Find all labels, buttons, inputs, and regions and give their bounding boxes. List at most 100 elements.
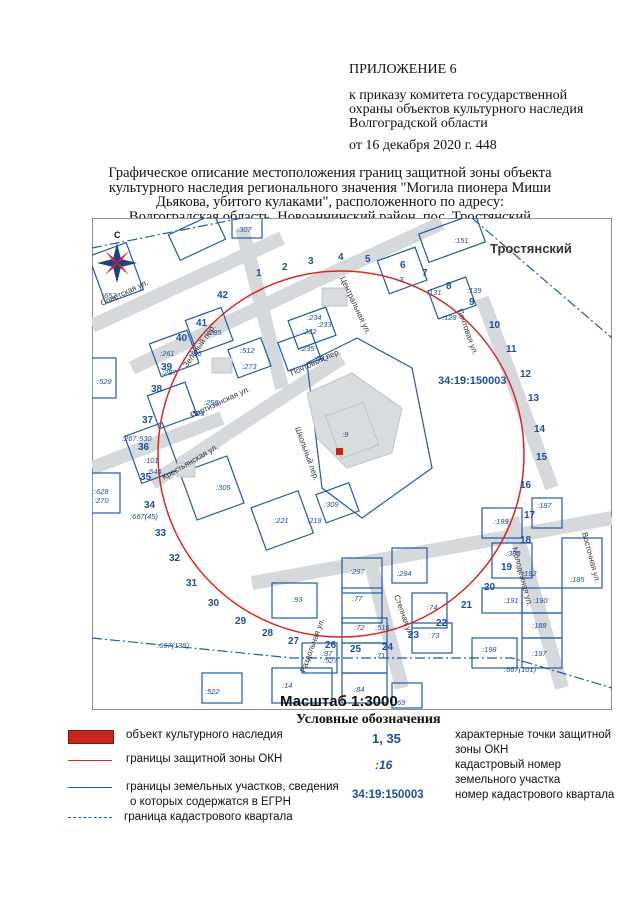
parcel-number-label: :198: [482, 645, 497, 654]
title-line-2: культурного наследия регионального значе…: [108, 179, 552, 196]
parcel-number-label: :199: [494, 517, 509, 526]
cadastral-map: Советская ул. Зелёный пер. Партизанская …: [92, 218, 612, 710]
parcel-number-label: :522: [205, 687, 220, 696]
zone-point-7: 7: [422, 268, 428, 279]
parcel-number-label: :71: [375, 651, 385, 660]
title-line-1: Графическое описание местоположения гран…: [108, 165, 552, 181]
parcel-number-label: :646: [147, 467, 162, 476]
parcel-number-label: :139: [467, 286, 482, 295]
legend-zone-line: [68, 760, 112, 761]
appendix-title: ПРИЛОЖЕНИЕ 6: [349, 62, 457, 77]
heritage-object-marker: [336, 448, 343, 455]
parcel-number-label: :667(101): [504, 665, 537, 674]
zone-point-3: 3: [308, 256, 314, 267]
zone-point-10: 10: [489, 320, 501, 331]
zone-point-24: 24: [382, 642, 394, 653]
legend-parcel-line: [68, 787, 112, 788]
parcel-number-label: :219: [307, 516, 322, 525]
legend-quarter-desc: номер кадастрового квартала: [455, 789, 615, 801]
parcel-number-label: :84: [354, 685, 364, 694]
legend-quarter-line: [68, 817, 112, 818]
zone-point-26: 26: [325, 640, 337, 651]
parcel-number-label: :221: [274, 516, 289, 525]
parcel-number-label: :72: [354, 623, 365, 632]
parcel-number-label: :187: [537, 501, 552, 510]
buildings: [176, 287, 403, 478]
parcel-number-label: :270: [94, 496, 109, 505]
zone-point-37: 37: [142, 415, 154, 426]
legend-cad-symbol: :16: [375, 758, 393, 772]
order-line-2: охраны объектов культурного наследия: [349, 102, 584, 117]
zone-point-31: 31: [186, 578, 198, 589]
zone-point-6: 6: [400, 260, 406, 271]
parcel-number-label: :234: [307, 313, 322, 322]
parcel-number-label: :151: [454, 236, 469, 245]
zone-point-8: 8: [446, 281, 452, 292]
parcel-number-label: :286: [187, 349, 202, 358]
parcel-number-label: :192: [522, 569, 537, 578]
north-letter: С: [114, 230, 121, 240]
parcel-number-label: :287: [162, 368, 177, 377]
order-date: от 16 декабря 2020 г. 448: [349, 138, 497, 153]
zone-point-17: 17: [524, 510, 536, 521]
parcel-number-label: :530: [137, 434, 152, 443]
parcel-number-label: :190: [533, 596, 548, 605]
legend-parcel-label-1: границы земельных участков, сведения: [126, 781, 339, 793]
order-line-3: Волгоградской области: [349, 116, 488, 131]
parcel-number-label: :297: [350, 567, 365, 576]
order-line-1: к приказу комитета государственной: [349, 88, 568, 103]
parcel-number-label: :294: [397, 569, 412, 578]
parcel-number-label: :309: [324, 500, 339, 509]
zone-point-28: 28: [262, 628, 274, 639]
zone-point-11: 11: [506, 344, 517, 355]
zone-point-42: 42: [217, 290, 229, 301]
zone-point-39: 39: [161, 362, 173, 373]
zone-point-9: 9: [469, 297, 475, 308]
zone-point-30: 30: [208, 598, 220, 609]
legend-title: Условные обозначения: [296, 712, 441, 727]
zone-point-21: 21: [461, 600, 473, 611]
zone-point-22: 22: [436, 618, 448, 629]
title-line-3: Дьякова, убитого кулаками", расположенно…: [156, 194, 504, 210]
zone-point-13: 13: [528, 393, 540, 404]
legend-cad-desc-2: земельного участка: [455, 774, 561, 786]
document-title: Графическое описание местоположения гран…: [90, 166, 570, 224]
zone-point-14: 14: [534, 424, 546, 435]
parcel-number-label: :303: [506, 549, 521, 558]
zone-point-40: 40: [176, 333, 188, 344]
parcel-number-label: :273: [242, 362, 257, 371]
parcel-number-label: :185: [570, 575, 585, 584]
parcel-number-label: :261: [160, 349, 175, 358]
parcel-number-label: :235: [300, 344, 315, 353]
zone-point-29: 29: [235, 616, 247, 627]
parcel-number-label: :9: [342, 430, 349, 439]
zone-point-34: 34: [144, 500, 156, 511]
zone-point-2: 2: [282, 262, 288, 273]
parcel-number-label: :667(45): [130, 512, 158, 521]
zone-point-32: 32: [169, 553, 181, 564]
parcel-number-label: :305: [216, 483, 231, 492]
parcel-number-label: :191: [504, 596, 519, 605]
legend-heritage-label: объект культурного наследия: [126, 729, 283, 741]
zone-point-27: 27: [288, 636, 300, 647]
parcel-number-label: :14: [282, 681, 292, 690]
parcel-number-label: :267: [122, 434, 137, 443]
roads: [92, 218, 612, 690]
north-arrow-icon: [97, 243, 137, 283]
zone-point-23: 23: [408, 630, 420, 641]
zone-point-38: 38: [151, 384, 163, 395]
parcel-number-label: :101: [144, 456, 159, 465]
parcel-number-label: :527: [323, 656, 338, 665]
legend-parcel-label-2: о которых содержатся в ЕГРН: [130, 796, 291, 808]
zone-point-15: 15: [536, 452, 548, 463]
map-scale: Масштаб 1:3000: [280, 693, 398, 710]
parcel-number-label: :87: [322, 649, 333, 658]
zone-point-36: 36: [138, 442, 150, 453]
parcel-number-label: :93: [292, 595, 303, 604]
parcel-number-label: :512: [240, 346, 255, 355]
zone-point-5: 5: [365, 254, 371, 265]
parcel-number-label: :69: [395, 698, 406, 707]
legend-points-desc-2: зоны ОКН: [455, 744, 509, 756]
zone-point-4: 4: [338, 252, 344, 263]
zone-point-19: 19: [501, 562, 513, 573]
